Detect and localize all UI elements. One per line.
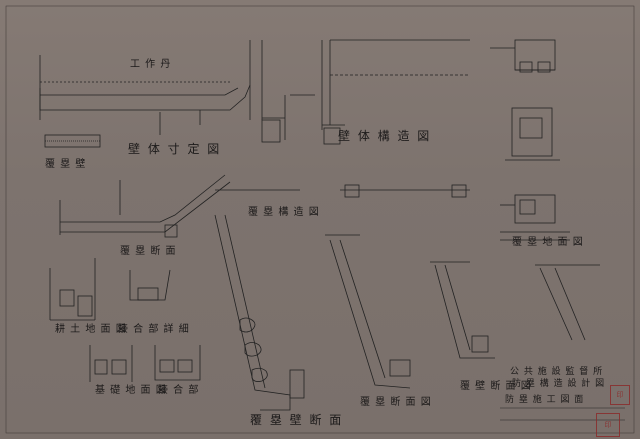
shelf-label: 覆 塁 地 面 図	[512, 237, 584, 248]
slope-a-label: 覆 塁 壁 断 面	[250, 413, 344, 427]
small-b-label: 接 合 部	[158, 385, 200, 396]
base-a-label: 耕 土 地 面 図	[55, 324, 127, 335]
base-b-label: 基 礎 地 面 図	[95, 385, 167, 396]
approval-stamp-1: 印	[596, 413, 620, 437]
title-line-1: 公 共 施 設 監 督 所	[510, 367, 604, 377]
slope-b-label: 覆 塁 断 面 図	[360, 397, 432, 408]
wall-plan-label: 壁 体 寸 定 図	[128, 142, 222, 156]
plan-a-label: 覆 塁 構 造 図	[248, 207, 320, 218]
eave-label: 工 作 丹	[130, 59, 172, 70]
title-line-2: 防 塁 構 造 設 計 図	[512, 379, 606, 389]
title-line-3: 防 塁 施 工 図 面	[505, 395, 585, 405]
approval-stamp-2: 印	[610, 385, 630, 405]
slope-c-label: 覆 壁 断 面 図	[460, 381, 532, 392]
wall-structure-label: 壁 体 構 造 図	[338, 129, 432, 143]
small-a-label: 接 合 部 詳 細	[118, 324, 190, 335]
plan-b-label: 覆 塁 断 面	[120, 246, 177, 257]
side-wall-label: 覆 塁 壁	[45, 159, 87, 170]
